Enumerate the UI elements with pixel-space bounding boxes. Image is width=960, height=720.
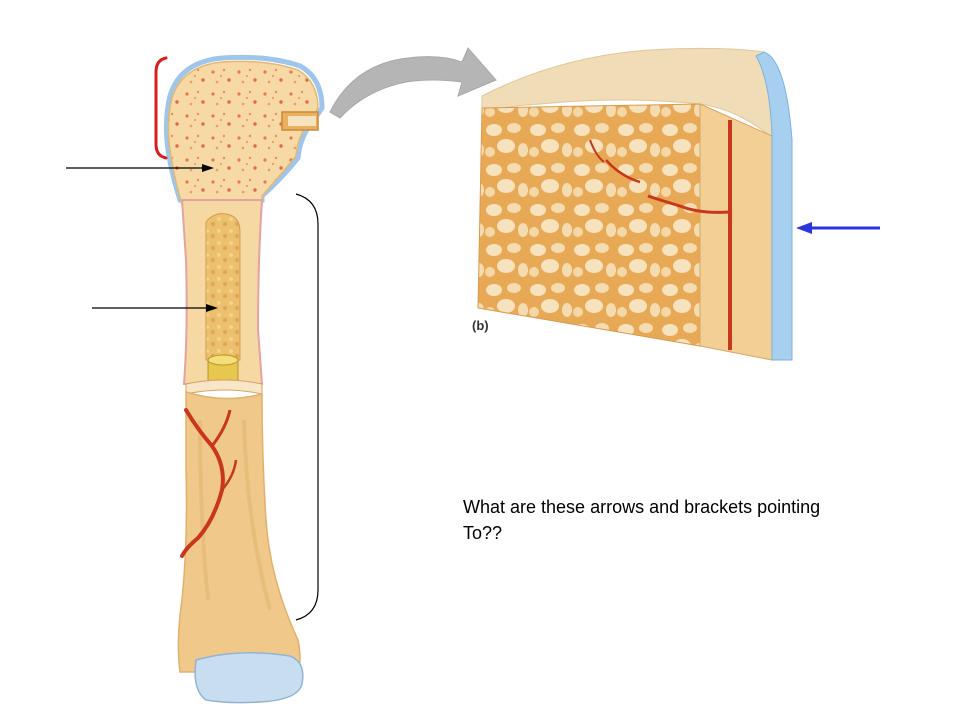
question-line-2: To?? bbox=[463, 523, 503, 543]
diaphysis bbox=[177, 390, 301, 673]
distal-articular-cartilage bbox=[194, 652, 304, 704]
proximal-epiphysis bbox=[167, 60, 319, 206]
pointer-arrow-lower bbox=[92, 304, 218, 312]
red-bracket bbox=[154, 56, 168, 160]
bone-head-periosteum bbox=[163, 54, 325, 203]
black-bracket bbox=[295, 193, 319, 621]
medullary-cavity bbox=[205, 213, 241, 361]
diaphysis-cut-face bbox=[185, 379, 263, 395]
spongy-bone-section bbox=[477, 103, 701, 347]
magnify-arrow bbox=[329, 47, 497, 119]
blue-arrow bbox=[796, 222, 880, 234]
question-text: What are these arrows and brackets point… bbox=[463, 494, 953, 546]
section-vessel-branch bbox=[647, 194, 731, 214]
compact-bone-section bbox=[699, 103, 773, 361]
periosteum-strip bbox=[755, 51, 793, 361]
long-bone bbox=[163, 54, 325, 704]
question-line-1: What are these arrows and brackets point… bbox=[463, 497, 821, 517]
bone-cross-section bbox=[477, 47, 793, 361]
panel-label-b: (b) bbox=[472, 318, 489, 333]
pointer-arrow-upper bbox=[66, 164, 214, 172]
yellow-marrow-plug bbox=[207, 354, 239, 383]
